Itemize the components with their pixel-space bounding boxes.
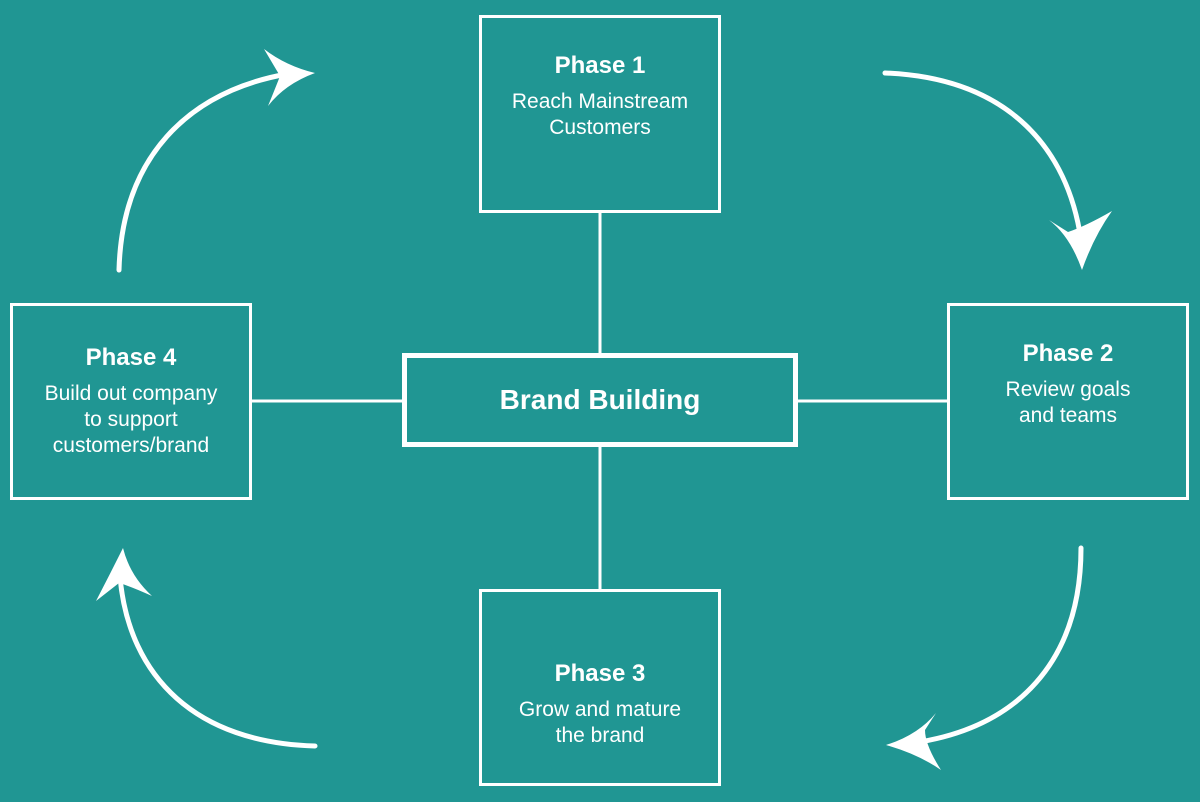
phase-1-title: Phase 1 [554,52,646,80]
cycle-arrow-top-left [116,49,315,273]
phase-4-title: Phase 4 [85,343,177,371]
cycle-arrow-bottom-left [96,548,318,749]
phase-2-description: Review goals and teams [1005,377,1131,427]
phase-3-description: Grow and mature the brand [518,697,682,747]
phase-2-box: Phase 2 Review goals and teams [947,303,1189,500]
phase-3-box: Phase 3 Grow and mature the brand [479,589,721,786]
cycle-arrow-bottom-right [886,545,1084,770]
phase-4-description: Build out company to support customers/b… [44,381,218,458]
phase-4-box: Phase 4 Build out company to support cus… [10,303,252,500]
center-brand-building-box: Brand Building [402,353,798,447]
cycle-arrow-top-right [882,70,1112,270]
phase-3-title: Phase 3 [554,659,646,687]
phase-1-box: Phase 1 Reach Mainstream Customers [479,15,721,213]
center-title: Brand Building [499,384,701,415]
phase-1-description: Reach Mainstream Customers [511,90,689,140]
phase-2-title: Phase 2 [1022,339,1114,367]
